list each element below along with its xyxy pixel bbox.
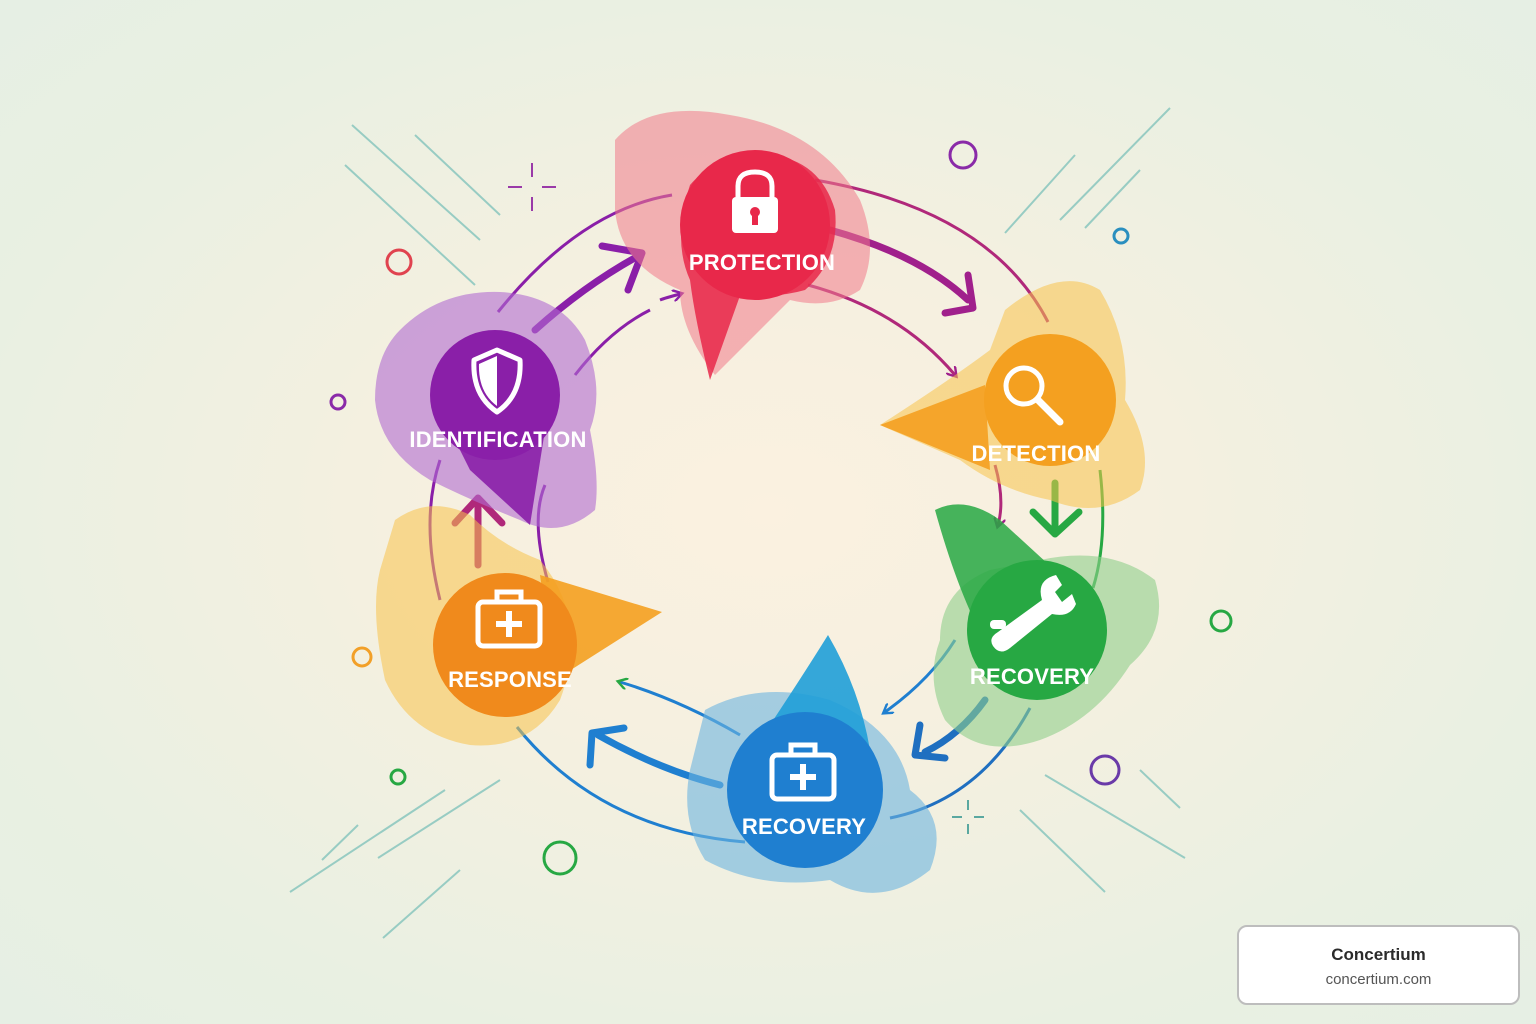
node-label-detection: DETECTION	[972, 441, 1101, 466]
wrench-icon	[990, 575, 1076, 652]
brand-card: Concertium concertium.com	[1237, 925, 1520, 1005]
lock-icon	[732, 169, 778, 233]
node-label-response: RESPONSE	[448, 667, 572, 692]
shield-icon	[471, 347, 523, 415]
node-recovery-blue: RECOVERY	[687, 635, 937, 893]
first-aid-kit-icon	[475, 589, 543, 649]
node-identification: IDENTIFICATION	[375, 291, 597, 528]
node-protection: PROTECTION	[615, 110, 870, 380]
node-label-protection: PROTECTION	[689, 250, 835, 275]
node-recovery-green: RECOVERY	[933, 504, 1160, 747]
magnifier-icon	[1003, 365, 1064, 426]
node-label-identification: IDENTIFICATION	[409, 427, 586, 452]
decorative-circles	[329, 140, 1233, 876]
node-label-recovery-blue: RECOVERY	[742, 814, 866, 839]
sparkle-icon	[508, 163, 556, 211]
node-response: RESPONSE	[376, 506, 662, 746]
sparkle-icon	[952, 800, 984, 834]
first-aid-kit-icon	[769, 742, 837, 802]
brand-name: Concertium	[1331, 945, 1426, 964]
node-label-recovery-green: RECOVERY	[970, 664, 1094, 689]
decorative-lines	[289, 107, 1186, 939]
brand-url[interactable]: concertium.com	[1325, 971, 1432, 988]
node-detection: DETECTION	[880, 281, 1145, 508]
